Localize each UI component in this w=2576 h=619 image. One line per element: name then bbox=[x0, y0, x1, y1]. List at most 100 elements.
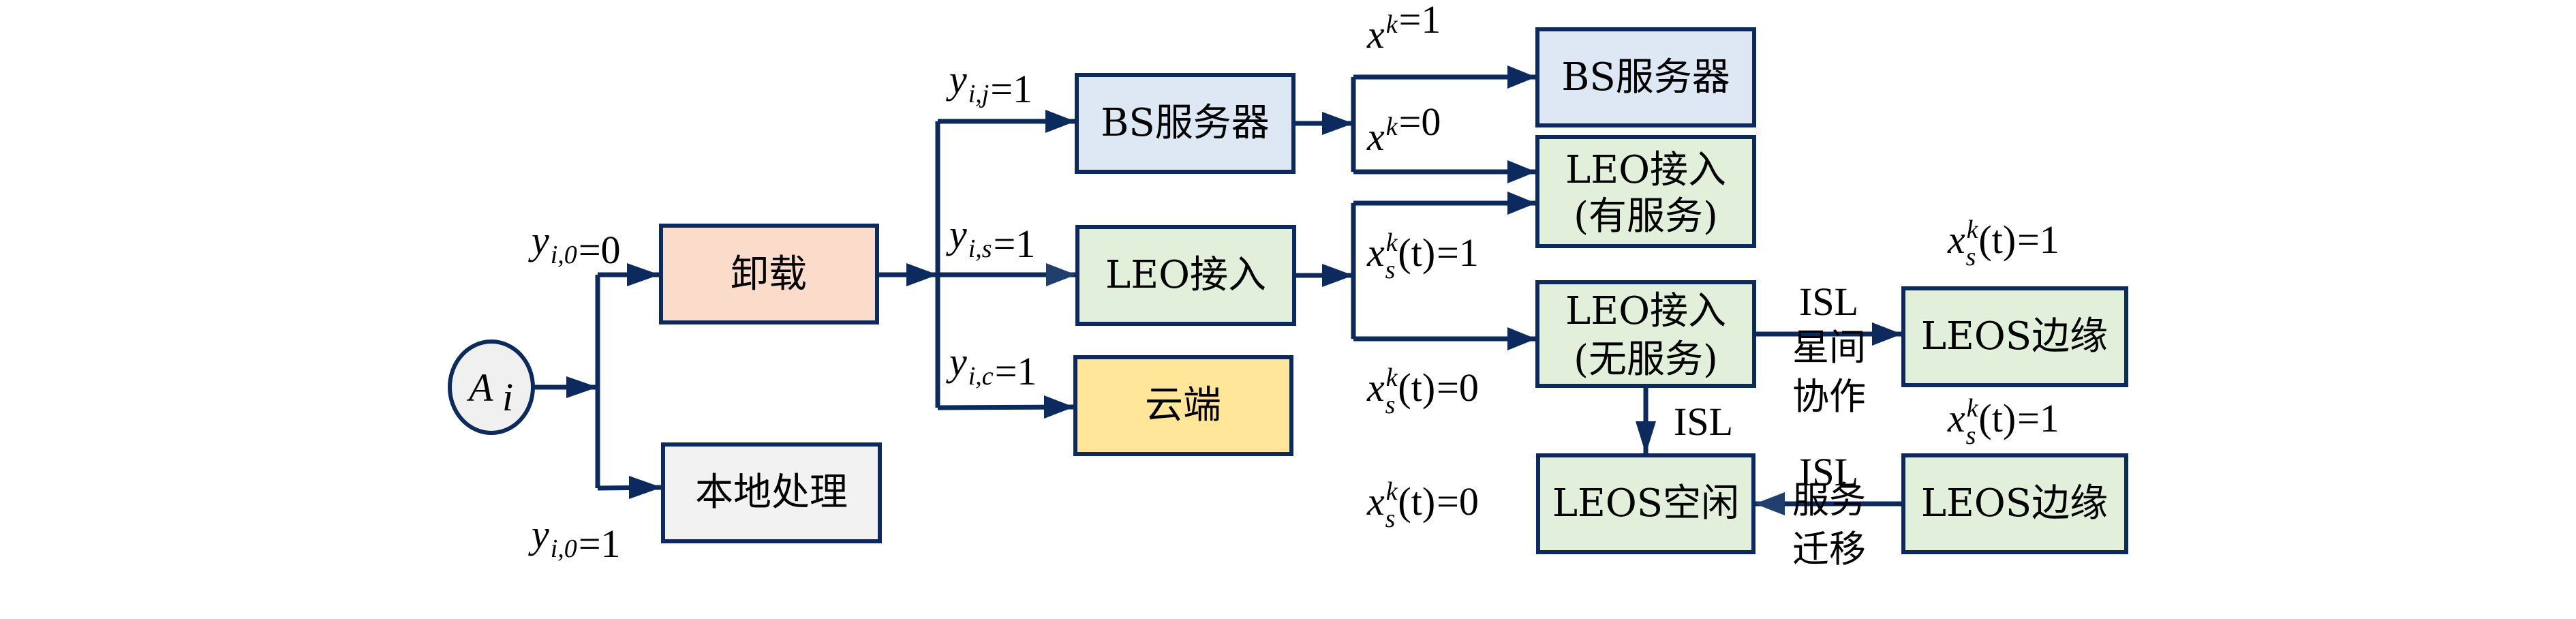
math-subscript: s bbox=[1966, 243, 1976, 271]
math-argument: (t) bbox=[1978, 396, 2016, 440]
math-var: y bbox=[528, 218, 549, 262]
math-argument: (t) bbox=[1398, 230, 1435, 275]
arrowhead bbox=[1507, 327, 1536, 350]
math-rhs: =0 bbox=[579, 228, 621, 272]
arrowhead bbox=[1322, 264, 1353, 287]
source-node: A i bbox=[448, 339, 535, 435]
math-rhs: =0 bbox=[1399, 100, 1441, 144]
offload-label: 卸载 bbox=[731, 252, 807, 297]
math-rhs: =1 bbox=[2017, 217, 2059, 262]
label-xk-0: xk=0 bbox=[1366, 100, 1441, 159]
math-rhs: =1 bbox=[2017, 396, 2059, 440]
math-text: xk=1 bbox=[1366, 0, 1441, 57]
arrowhead bbox=[1872, 322, 1902, 346]
box-bs-server: BS服务器 bbox=[1075, 73, 1295, 174]
math-subscript: i,0 bbox=[551, 534, 577, 563]
math-var: y bbox=[528, 512, 549, 556]
math-argument: (t) bbox=[1398, 365, 1435, 410]
math-subscript: s bbox=[1385, 256, 1396, 284]
box-leos-idle: LEOS空闲 bbox=[1536, 453, 1755, 554]
cloud-label: 云端 bbox=[1145, 383, 1221, 427]
math-superscript: k bbox=[1967, 394, 1979, 423]
math-superscript: k bbox=[1386, 10, 1398, 39]
math-rhs: =1 bbox=[1437, 230, 1479, 275]
math-rhs: =1 bbox=[1399, 0, 1441, 42]
math-superscript: k bbox=[1386, 112, 1398, 141]
label-y-i0-0: yi,0=0 bbox=[528, 218, 621, 272]
math-var: x bbox=[1366, 115, 1385, 159]
label-y-ij-1: yi,j=1 bbox=[946, 57, 1032, 111]
leo-unserved-line2: (无服务) bbox=[1574, 337, 1718, 382]
math-var: x bbox=[1947, 217, 1965, 262]
math-var: x bbox=[1947, 396, 1965, 440]
leo-access-label: LEO接入 bbox=[1105, 253, 1266, 297]
math-var: x bbox=[1366, 479, 1385, 524]
arrowhead bbox=[1507, 192, 1536, 215]
math-rhs: =1 bbox=[579, 522, 621, 566]
math-subscript: i,j bbox=[968, 80, 990, 108]
math-var: y bbox=[946, 339, 967, 384]
migration-line2: 迁移 bbox=[1792, 528, 1866, 571]
label-y-ic-1: yi,c=1 bbox=[946, 339, 1037, 393]
bs-server-2-label: BS服务器 bbox=[1561, 55, 1730, 100]
math-subscript: i,0 bbox=[551, 241, 577, 269]
box-leo-unserved: LEO接入 (无服务) bbox=[1535, 280, 1756, 388]
math-subscript: s bbox=[1385, 504, 1396, 533]
arrowhead bbox=[1507, 65, 1536, 89]
math-rhs: =0 bbox=[1437, 365, 1479, 410]
cooperation-line1: 星间 bbox=[1792, 326, 1866, 369]
math-rhs: =0 bbox=[1437, 479, 1479, 524]
box-leos-edge-bottom: LEOS边缘 bbox=[1901, 453, 2128, 554]
leo-unserved-line1: LEO接入 bbox=[1565, 289, 1726, 333]
leo-served-line1: LEO接入 bbox=[1565, 148, 1726, 192]
box-local: 本地处理 bbox=[661, 442, 882, 543]
math-text: yi,0=0 bbox=[528, 218, 621, 272]
arrowhead bbox=[629, 476, 662, 499]
math-superscript: k bbox=[1967, 215, 1979, 244]
arrowhead bbox=[906, 263, 938, 286]
label-y-is-1: yi,s=1 bbox=[946, 212, 1035, 266]
arrowhead bbox=[1507, 160, 1536, 183]
source-subscript: i bbox=[502, 375, 513, 419]
math-var: y bbox=[946, 212, 967, 256]
isl-down-label: ISL bbox=[1674, 399, 1733, 444]
arrowhead bbox=[566, 376, 598, 398]
math-var: x bbox=[1366, 12, 1385, 57]
arrowhead bbox=[1045, 110, 1075, 133]
leo-served-line2: (有服务) bbox=[1574, 194, 1718, 239]
box-leos-edge-top: LEOS边缘 bbox=[1901, 286, 2128, 387]
math-superscript: k bbox=[1386, 477, 1398, 506]
arrowhead bbox=[1322, 112, 1353, 135]
math-text: yi,c=1 bbox=[946, 339, 1037, 393]
arrowhead bbox=[1636, 421, 1656, 454]
box-leo-served: LEO接入 (有服务) bbox=[1535, 135, 1756, 248]
math-var: x bbox=[1366, 365, 1385, 410]
math-subscript: s bbox=[1966, 421, 1976, 450]
arrowhead bbox=[1755, 492, 1785, 515]
bs-server-label: BS服务器 bbox=[1101, 101, 1270, 145]
math-subscript: s bbox=[1385, 391, 1396, 419]
math-text: yi,s=1 bbox=[946, 212, 1035, 266]
math-rhs: =1 bbox=[995, 349, 1037, 393]
arrowhead bbox=[627, 263, 660, 286]
label-xk-1: xk=1 bbox=[1366, 0, 1441, 57]
math-argument: (t) bbox=[1398, 479, 1435, 524]
math-text: yi,j=1 bbox=[946, 57, 1032, 111]
arrowhead bbox=[1044, 395, 1074, 419]
leos-edge-bottom-label: LEOS边缘 bbox=[1921, 481, 2108, 526]
math-superscript: k bbox=[1386, 228, 1398, 257]
box-bs-server-2: BS服务器 bbox=[1535, 27, 1756, 127]
math-var: y bbox=[946, 57, 967, 102]
migration-line1: 服务 bbox=[1792, 479, 1866, 522]
box-cloud: 云端 bbox=[1073, 355, 1293, 456]
math-text: yi,0=1 bbox=[528, 512, 621, 566]
